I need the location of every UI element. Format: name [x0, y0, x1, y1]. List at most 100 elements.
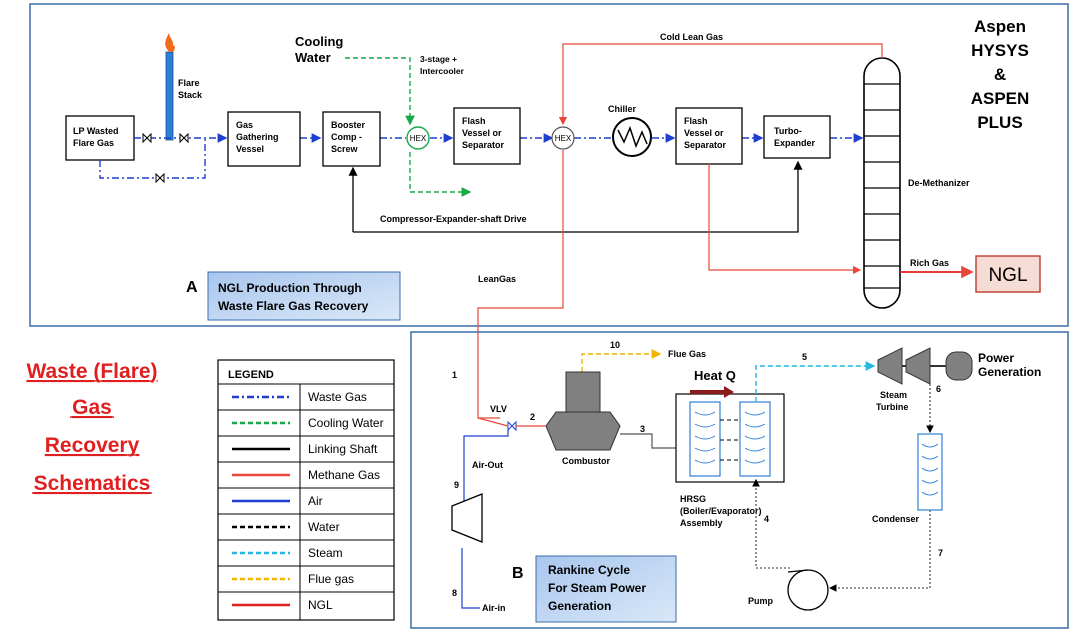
svg-text:Combustor: Combustor [562, 456, 610, 466]
svg-text:Water: Water [295, 50, 331, 65]
air-out-label: Air-Out [472, 460, 503, 470]
heat-exchanger-1: HEX [406, 126, 430, 150]
svg-text:Separator: Separator [684, 140, 727, 150]
svg-text:10: 10 [610, 340, 620, 350]
svg-text:Stack: Stack [178, 90, 203, 100]
svg-text:HEX: HEX [555, 134, 572, 143]
svg-text:Flare Gas: Flare Gas [73, 138, 114, 148]
svg-text:1: 1 [452, 370, 457, 380]
svg-text:Gas: Gas [236, 120, 253, 130]
gas-gathering-vessel-box: Gas Gathering Vessel [227, 111, 301, 167]
lean-gas-label: LeanGas [478, 274, 516, 284]
de-methanizer-label: De-Methanizer [908, 178, 970, 188]
svg-text:Chiller: Chiller [608, 104, 637, 114]
flue-gas-label: Flue Gas [668, 349, 706, 359]
software-title: Aspen HYSYS & ASPEN PLUS [971, 17, 1030, 132]
svg-text:LP Wasted: LP Wasted [73, 126, 119, 136]
svg-text:&: & [994, 65, 1006, 84]
svg-text:7: 7 [938, 548, 943, 558]
svg-text:Assembly: Assembly [680, 518, 723, 528]
svg-text:Schematics: Schematics [34, 472, 151, 495]
svg-text:Vessel or: Vessel or [462, 128, 502, 138]
svg-text:Screw: Screw [331, 144, 359, 154]
air-compressor [451, 493, 483, 543]
legend-label: Flue gas [308, 572, 354, 586]
svg-text:Steam: Steam [880, 390, 907, 400]
flash-vessel-2-box: Flash Vessel or Separator [675, 107, 743, 165]
section-a-caption: NGL Production Through Waste Flare Gas R… [207, 271, 401, 321]
combustor: Combustor [545, 371, 621, 466]
turbo-expander-box: Turbo- Expander [763, 115, 831, 159]
svg-text:HRSG: HRSG [680, 494, 706, 504]
cooling-water-lines [345, 57, 472, 197]
pump: Pump [748, 569, 829, 611]
svg-text:Waste Flare Gas Recovery: Waste Flare Gas Recovery [218, 299, 369, 313]
generator-icon [945, 351, 973, 381]
svg-text:2: 2 [530, 412, 535, 422]
legend-label: Cooling Water [308, 416, 384, 430]
legend-label: Steam [308, 546, 343, 560]
legend-label: Waste Gas [308, 390, 367, 404]
heat-exchanger-2: HEX [551, 126, 575, 150]
intercooler-label: 3-stage + [420, 54, 457, 64]
steam-turbine: Steam Turbine [876, 347, 946, 412]
section-a-frame [29, 3, 1069, 327]
legend-label: Water [308, 520, 340, 534]
de-methanizer-column [863, 57, 901, 309]
booster-compressor-box: Booster Comp - Screw [322, 111, 381, 167]
svg-text:5: 5 [802, 352, 807, 362]
flue-gas-line [581, 349, 662, 372]
svg-text:Comp -: Comp - [331, 132, 362, 142]
svg-text:Turbine: Turbine [876, 402, 908, 412]
svg-text:4: 4 [764, 514, 769, 524]
methane-gas-lines [477, 43, 883, 419]
svg-text:PLUS: PLUS [977, 113, 1022, 132]
section-b-caption: Rankine Cycle For Steam Power Generation [535, 555, 677, 623]
svg-text:NGL Production Through: NGL Production Through [218, 281, 362, 295]
flash-vessel-1-box: Flash Vessel or Separator [453, 107, 521, 165]
svg-text:(Boiler/Evaporator): (Boiler/Evaporator) [680, 506, 762, 516]
rich-gas-label: Rich Gas [910, 258, 949, 268]
svg-text:Flash: Flash [462, 116, 486, 126]
svg-text:Generation: Generation [978, 365, 1041, 379]
svg-text:Gathering: Gathering [236, 132, 279, 142]
section-a-letter: A [186, 279, 198, 296]
svg-text:3: 3 [640, 424, 645, 434]
svg-text:Recovery: Recovery [45, 434, 140, 457]
vlv-valve: VLV [490, 404, 517, 432]
hrsg: HRSG (Boiler/Evaporator) Assembly [675, 393, 785, 528]
svg-text:Vessel or: Vessel or [684, 128, 724, 138]
svg-text:Flash: Flash [684, 116, 708, 126]
air-in-label: Air-in [482, 603, 506, 613]
heat-arrow-icon [690, 386, 734, 398]
valve-icon [142, 132, 189, 184]
svg-text:Rankine Cycle: Rankine Cycle [548, 563, 630, 577]
svg-text:VLV: VLV [490, 404, 507, 414]
svg-text:HEX: HEX [410, 134, 427, 143]
svg-text:Aspen: Aspen [974, 17, 1026, 36]
svg-text:Waste (Flare): Waste (Flare) [26, 360, 157, 383]
cold-lean-gas-label: Cold Lean Gas [660, 32, 723, 42]
side-title: Waste (Flare) Gas Recovery Schematics [26, 360, 157, 495]
section-b-frame [410, 331, 1069, 629]
flare-stack: Flare Stack [165, 33, 203, 141]
svg-text:For Steam Power: For Steam Power [548, 581, 646, 595]
chiller: Chiller [608, 104, 652, 157]
shaft-drive-line [348, 160, 803, 233]
legend-label: Linking Shaft [308, 442, 378, 456]
svg-text:Intercooler: Intercooler [420, 66, 465, 76]
svg-text:Condenser: Condenser [872, 514, 920, 524]
shaft-drive-label: Compressor-Expander-shaft Drive [380, 214, 527, 224]
cooling-water-label: Cooling [295, 34, 343, 49]
svg-text:6: 6 [936, 384, 941, 394]
legend-title: LEGEND [228, 369, 274, 381]
svg-text:HYSYS: HYSYS [971, 41, 1029, 60]
condenser: Condenser [872, 433, 943, 524]
svg-text:NGL: NGL [988, 265, 1027, 286]
svg-text:Booster: Booster [331, 120, 366, 130]
svg-text:Pump: Pump [748, 596, 774, 606]
svg-text:Generation: Generation [548, 599, 611, 613]
